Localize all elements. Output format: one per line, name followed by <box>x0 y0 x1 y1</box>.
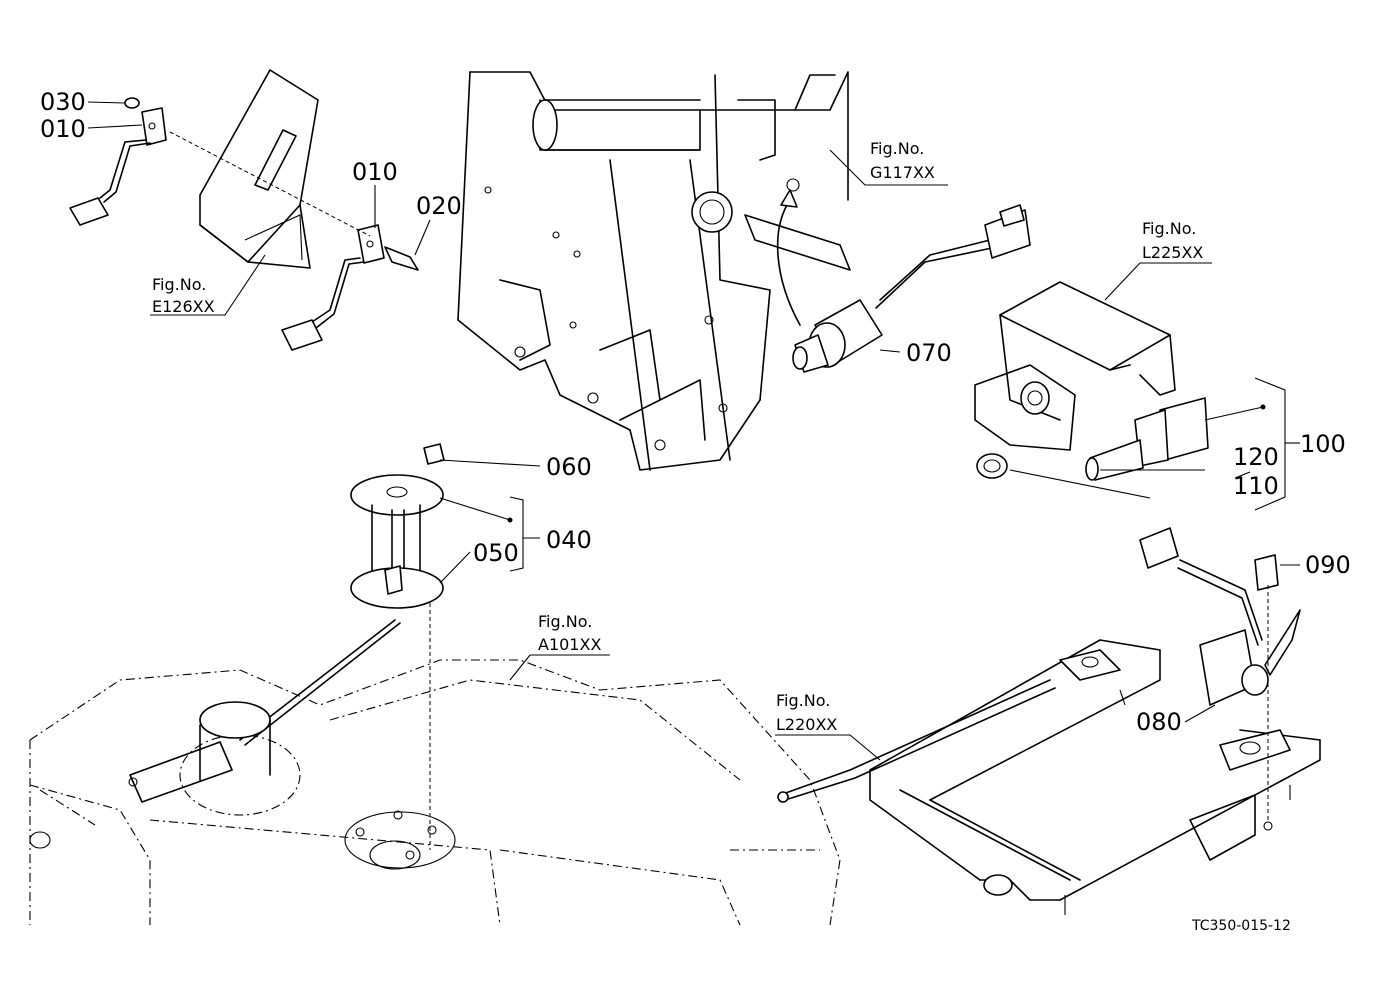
fig-ref-title: Fig.No. <box>152 275 206 294</box>
part-label-110: 110 <box>1233 472 1279 500</box>
leader-lines <box>87 101 1300 761</box>
sensor-070 <box>776 189 1031 373</box>
figure-references: Fig.No. E126XX Fig.No. G117XX Fig.No. L2… <box>152 139 1203 734</box>
switch-bracket-100 <box>974 281 1266 481</box>
part-label-090: 090 <box>1305 551 1351 579</box>
fig-ref-title: Fig.No. <box>776 691 830 710</box>
fig-ref-title: Fig.No. <box>1142 219 1196 238</box>
fig-ref-code: L225XX <box>1142 243 1203 262</box>
part-label-060: 060 <box>546 453 592 481</box>
part-labels: 030 010 010 020 070 060 040 050 100 120 … <box>40 88 1351 736</box>
fig-ref-code: E126XX <box>152 297 215 316</box>
fuel-sender-040 <box>128 443 445 850</box>
part-label-070: 070 <box>906 339 952 367</box>
part-label-040: 040 <box>546 526 592 554</box>
part-label-010: 010 <box>40 115 86 143</box>
fig-ref-code: A101XX <box>538 635 601 654</box>
fig-ref-title: Fig.No. <box>870 139 924 158</box>
part-label-030: 030 <box>40 88 86 116</box>
fig-ref-code: L220XX <box>776 715 837 734</box>
lever-frame <box>777 527 1321 915</box>
part-label-100: 100 <box>1300 430 1346 458</box>
fig-ref-code: G117XX <box>870 163 935 182</box>
part-label-050: 050 <box>473 539 519 567</box>
fig-ref-title: Fig.No. <box>538 612 592 631</box>
switch-bracket-assembly <box>69 69 419 351</box>
part-label-010: 010 <box>352 158 398 186</box>
frame-bracket <box>457 71 851 471</box>
part-label-120: 120 <box>1233 443 1279 471</box>
part-label-080: 080 <box>1136 708 1182 736</box>
drawing-code: TC350-015-12 <box>1191 918 1291 934</box>
fuel-tank <box>29 659 841 926</box>
part-label-020: 020 <box>416 192 462 220</box>
